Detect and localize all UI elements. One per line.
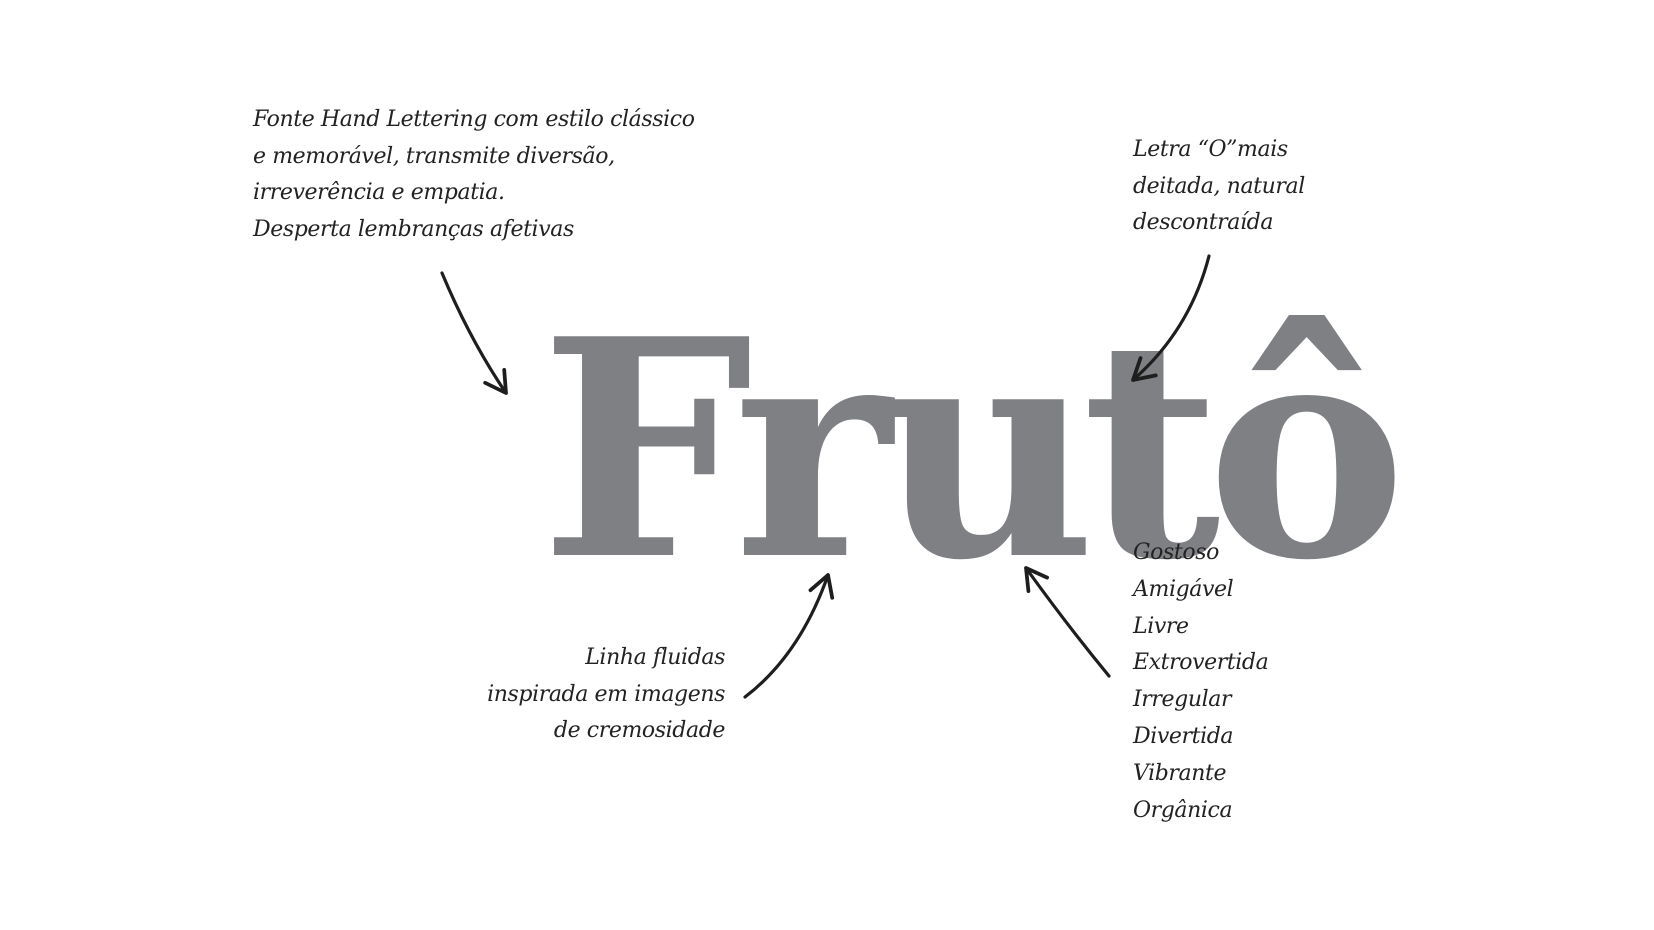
attribute-item: Amigável <box>1133 576 1234 602</box>
attribute-item: Livre <box>1133 613 1189 639</box>
fruto-wordmark: Frutô <box>540 273 1399 626</box>
annotation-line: irreverência e empatia. <box>253 180 505 205</box>
arrow-top-right <box>1131 254 1211 382</box>
attribute-item: Irregular <box>1133 687 1232 713</box>
annotation-line: Linha fluidas <box>585 645 725 670</box>
annotation-line: de cremosidade <box>553 718 725 743</box>
annotation-line: e memorável, transmite diversão, <box>253 143 615 169</box>
annotation-attributes: Gostoso Amigável Livre Extrovertida Irre… <box>1133 535 1269 829</box>
annotation-line: Desperta lembranças afetivas <box>253 216 574 242</box>
annotation-line: Letra “O”mais <box>1133 137 1288 162</box>
annotation-letter-o: Letra “O”mais deitada, natural descontra… <box>1133 132 1305 242</box>
arrow-top-left <box>440 271 508 395</box>
annotation-line: descontraída <box>1133 210 1274 235</box>
annotation-fluid-lines: Linha fluidas inspirada em imagens de cr… <box>460 640 725 750</box>
attribute-item: Divertida <box>1133 723 1234 749</box>
attribute-item: Extrovertida <box>1133 650 1269 676</box>
attribute-item: Gostoso <box>1133 540 1219 565</box>
arrow-bottom-right <box>1024 566 1111 678</box>
annotation-line: deitada, natural <box>1133 173 1305 199</box>
attribute-item: Orgânica <box>1133 797 1233 823</box>
arrow-bottom-left <box>743 573 835 699</box>
annotation-line: inspirada em imagens <box>487 681 725 707</box>
annotation-hand-lettering: Fonte Hand Lettering com estilo clássico… <box>253 102 695 248</box>
annotation-line: Fonte Hand Lettering com estilo clássico <box>253 107 695 132</box>
attribute-item: Vibrante <box>1133 760 1227 786</box>
